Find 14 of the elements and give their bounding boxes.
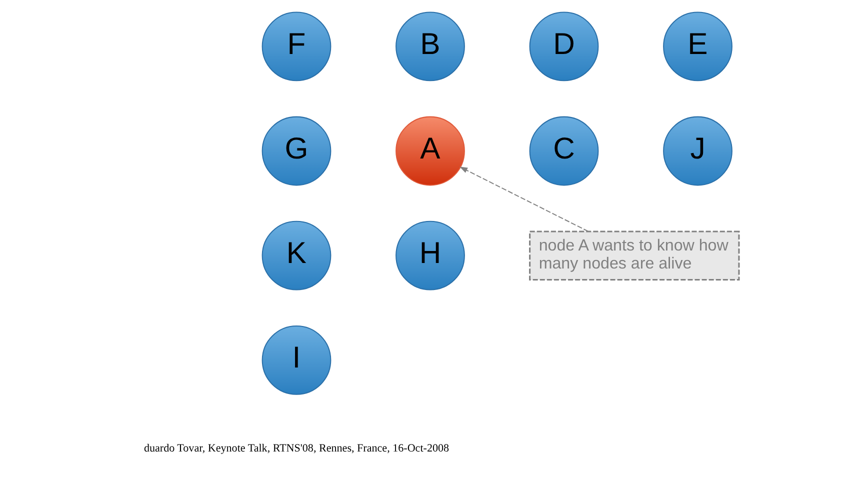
- node-circle: A: [396, 116, 465, 186]
- node-circle: D: [529, 12, 599, 82]
- label: duardo Tovar, Keynote Talk, RTNS'08, Rennes, France, 16-Oct-2008: [144, 442, 450, 454]
- node-circle: J: [663, 116, 732, 186]
- node-circle: B: [396, 12, 465, 82]
- node-circle: G: [262, 116, 332, 186]
- node-box: node A wants to know how many nodes are alive: [529, 230, 740, 280]
- node-circle: H: [396, 220, 465, 290]
- node-circle: C: [529, 116, 599, 186]
- node-circle: F: [262, 12, 332, 82]
- node-circle: E: [663, 12, 732, 82]
- arrow: [459, 166, 588, 232]
- node-circle: I: [262, 325, 332, 395]
- node-circle: K: [262, 220, 332, 290]
